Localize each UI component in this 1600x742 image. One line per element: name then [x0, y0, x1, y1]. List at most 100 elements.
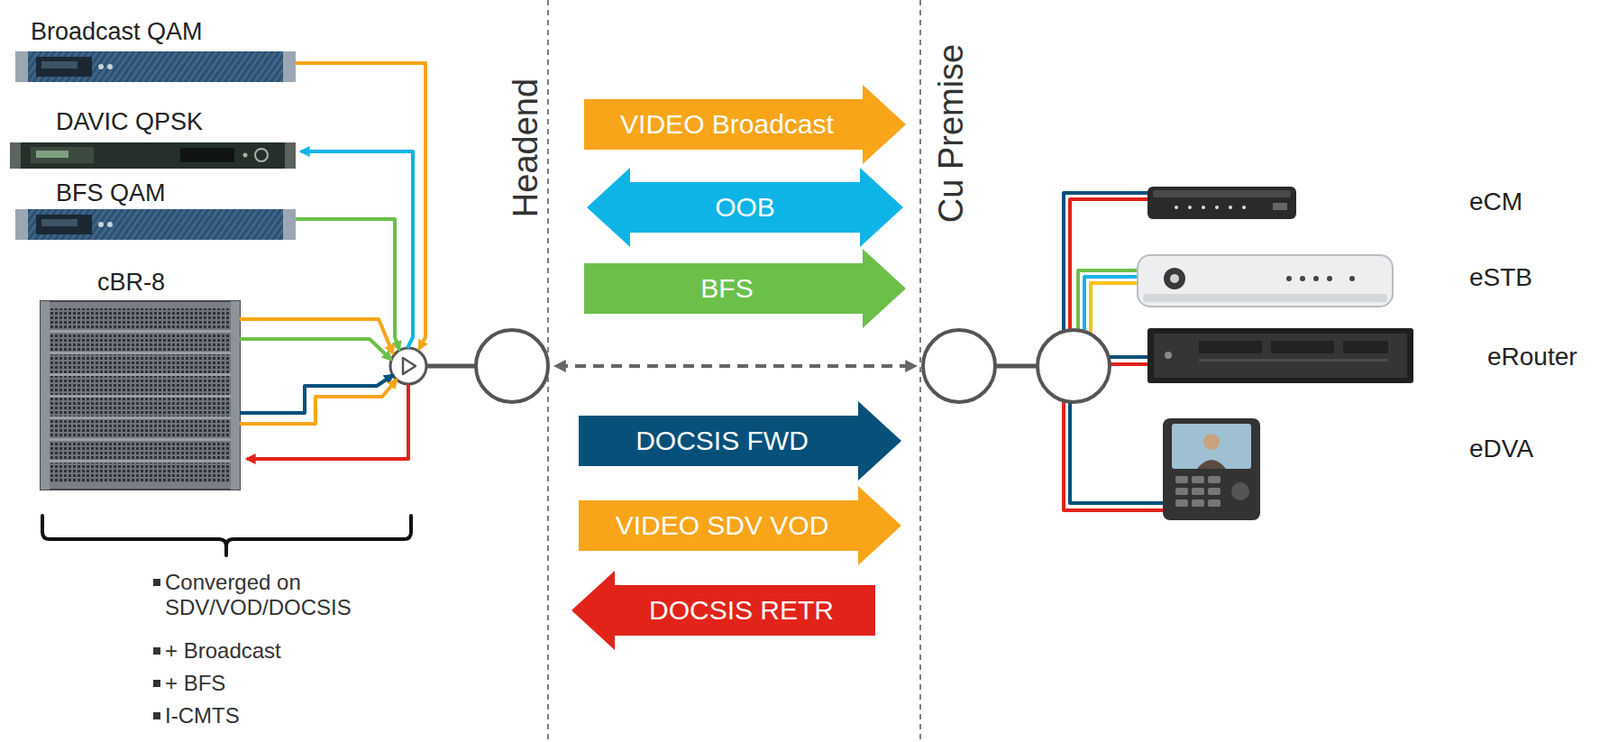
qam-device: [15, 209, 28, 240]
arrow-label: BFS: [700, 273, 753, 304]
cmts-chassis: [49, 329, 231, 333]
cable-modem: [1201, 205, 1206, 210]
flow-arrow: DOCSIS FWD: [578, 401, 902, 481]
bullet-mark: [153, 578, 161, 720]
qpsk-device: [9, 142, 296, 169]
flow-arrow: BFS: [584, 248, 906, 329]
bullet-text: I-CMTS: [164, 703, 240, 729]
headend-wire: [295, 63, 426, 349]
cable-modem: [1147, 186, 1297, 220]
qam-device: [15, 51, 296, 83]
qpsk-device: [9, 142, 21, 169]
group-bracket: [42, 515, 412, 556]
qam-device: [107, 221, 113, 228]
qam-device: [98, 221, 104, 228]
set-top-box: [1137, 255, 1393, 307]
bullet-text: + BFS: [164, 670, 226, 696]
arrow-label: DOCSIS RETR: [649, 594, 834, 626]
device-label: DAVIC QPSK: [55, 108, 203, 137]
cable-modem: [1174, 205, 1179, 210]
flow-arrow: VIDEO SDV VOD: [578, 485, 902, 566]
cable-modem: [1188, 205, 1192, 210]
ip-phone: [1231, 482, 1250, 501]
flow-arrow: OOB: [586, 167, 904, 247]
router-device: [1198, 358, 1389, 362]
router-device: [1270, 340, 1335, 354]
qam-device: [15, 51, 296, 83]
coax-trunk: [557, 364, 915, 368]
rf-combiner: [402, 357, 416, 375]
bullet-text: Converged on SDV/VOD/DOCSIS: [164, 569, 382, 621]
coax-trunk: [995, 364, 1038, 369]
router-device: [1164, 351, 1172, 359]
headend-wire: [246, 384, 409, 459]
qam-device: [41, 219, 78, 227]
cable-modem: [1228, 205, 1233, 210]
qam-device: [15, 209, 296, 240]
qpsk-device: [255, 148, 268, 162]
qpsk-device: [30, 146, 94, 164]
cable-modem: [1152, 190, 1291, 198]
device-name: cBR-8: [97, 268, 165, 297]
device-label: BFS QAM: [55, 179, 166, 208]
arrow-text-box: VIDEO Broadcast: [591, 99, 863, 150]
arrow-shape: [586, 167, 904, 247]
ip-phone: [1191, 499, 1205, 507]
device-name: eSTB: [1469, 263, 1533, 293]
router-device: [1198, 340, 1262, 354]
ip-phone: [1162, 418, 1261, 521]
arrow-shape: [584, 248, 906, 329]
arrow-text-box: OOB: [630, 182, 860, 233]
device-label: eSTB: [1469, 263, 1533, 293]
set-top-box: [1163, 267, 1186, 290]
ip-phone: [1175, 499, 1189, 507]
set-top-box: [1286, 275, 1292, 282]
flow-arrow: DOCSIS RETR: [571, 570, 876, 650]
cmts-chassis: [49, 394, 231, 398]
device-name: DAVIC QPSK: [55, 108, 203, 137]
qam-device: [283, 51, 296, 83]
bullet-mark: [153, 679, 161, 687]
coax-trunk: [426, 364, 476, 369]
qam-device: [41, 61, 78, 69]
cmts-chassis: [40, 301, 240, 490]
qpsk-device: [36, 150, 69, 158]
qpsk-device: [9, 142, 296, 169]
headend-wire: [239, 379, 397, 424]
boundary-line: [919, 0, 922, 742]
set-top-box: [1349, 275, 1355, 282]
device-label: eCM: [1469, 187, 1523, 217]
set-top-box: [1142, 293, 1388, 302]
cable-modem: [1215, 205, 1219, 210]
router-device: [1153, 333, 1408, 378]
arrow-shape: [578, 485, 902, 566]
ip-phone: [1171, 423, 1252, 469]
device-label: cBR-8: [97, 268, 165, 297]
arrow-text-box: DOCSIS FWD: [585, 415, 859, 467]
cmts-chassis: [40, 301, 240, 490]
ip-phone: [1203, 433, 1220, 450]
headend-wire: [239, 63, 426, 459]
ip-phone: [1207, 487, 1221, 495]
rf-combiner: [390, 347, 427, 384]
device-label: eDVA: [1469, 434, 1534, 464]
headend-wire: [239, 319, 394, 354]
bullet-mark: [153, 647, 161, 655]
qam-device: [15, 51, 296, 83]
bullet-text: + Broadcast: [164, 638, 282, 664]
arrow-shape: [578, 401, 902, 481]
qam-device: [98, 64, 104, 70]
coax-trunk: [923, 329, 996, 403]
ip-phone: [1197, 459, 1226, 469]
bullet-mark: [153, 578, 161, 586]
cmts-chassis: [49, 416, 231, 420]
cmts-chassis: [40, 301, 50, 490]
ip-phone: [1207, 499, 1221, 507]
cable-modem: [1272, 202, 1288, 211]
cable-modem: [1242, 205, 1246, 210]
cable-modem: [1147, 186, 1297, 220]
set-top-box: [1170, 274, 1180, 284]
arrow-shape: [584, 84, 906, 165]
ip-phone: [1175, 475, 1221, 507]
